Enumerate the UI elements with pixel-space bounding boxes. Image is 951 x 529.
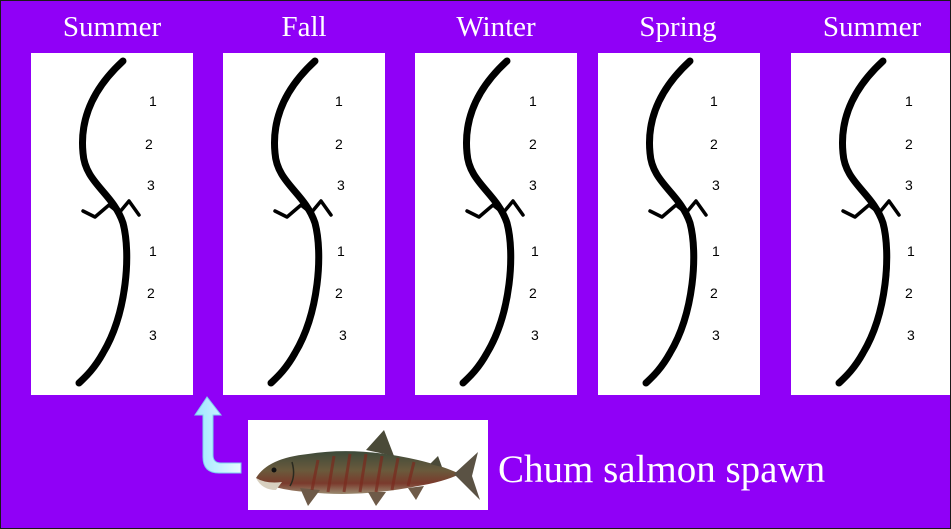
reach-number: 3	[337, 177, 345, 193]
curved-up-arrow-icon	[193, 395, 253, 495]
reach-number: 2	[529, 285, 537, 301]
reach-number: 1	[907, 243, 915, 259]
reach-number: 1	[149, 93, 157, 109]
reach-number: 2	[905, 285, 913, 301]
season-title-summer: Summer	[27, 7, 197, 47]
season-title-winter: Winter	[411, 7, 581, 47]
reach-number: 2	[905, 136, 913, 152]
season-title-spring: Spring	[593, 7, 763, 47]
chum-salmon-image	[248, 420, 488, 510]
reach-number: 3	[905, 177, 913, 193]
reach-number: 3	[531, 327, 539, 343]
stream-diagram	[791, 53, 951, 395]
reach-number: 1	[531, 243, 539, 259]
stream-panel-summer-2: 1 2 3 1 2 3	[791, 53, 951, 395]
reach-number: 1	[712, 243, 720, 259]
reach-number: 1	[529, 93, 537, 109]
reach-number: 2	[335, 285, 343, 301]
caption-chum-salmon-spawn: Chum salmon spawn	[498, 446, 825, 494]
reach-number: 3	[339, 327, 347, 343]
season-title-summer-2: Summer	[787, 7, 951, 47]
reach-number: 2	[710, 136, 718, 152]
reach-number: 1	[905, 93, 913, 109]
reach-number: 1	[337, 243, 345, 259]
stream-panel-spring: 1 2 3 1 2 3	[598, 53, 760, 395]
reach-number: 1	[335, 93, 343, 109]
reach-number: 3	[712, 177, 720, 193]
reach-number: 3	[147, 177, 155, 193]
reach-number: 3	[149, 327, 157, 343]
reach-number: 1	[710, 93, 718, 109]
salmon-illustration	[248, 420, 488, 510]
stream-diagram	[223, 53, 385, 395]
reach-number: 2	[145, 136, 153, 152]
stream-panel-summer: 1 2 3 1 2 3	[31, 53, 193, 395]
stream-diagram	[598, 53, 760, 395]
stream-diagram	[415, 53, 577, 395]
stream-panel-winter: 1 2 3 1 2 3	[415, 53, 577, 395]
reach-number: 1	[149, 243, 157, 259]
season-title-fall: Fall	[219, 7, 389, 47]
reach-number: 3	[529, 177, 537, 193]
reach-number: 2	[147, 285, 155, 301]
reach-number: 2	[710, 285, 718, 301]
reach-number: 3	[712, 327, 720, 343]
stream-diagram	[31, 53, 193, 395]
reach-number: 2	[335, 136, 343, 152]
reach-number: 3	[907, 327, 915, 343]
stream-panel-fall: 1 2 3 1 2 3	[223, 53, 385, 395]
reach-number: 2	[529, 136, 537, 152]
